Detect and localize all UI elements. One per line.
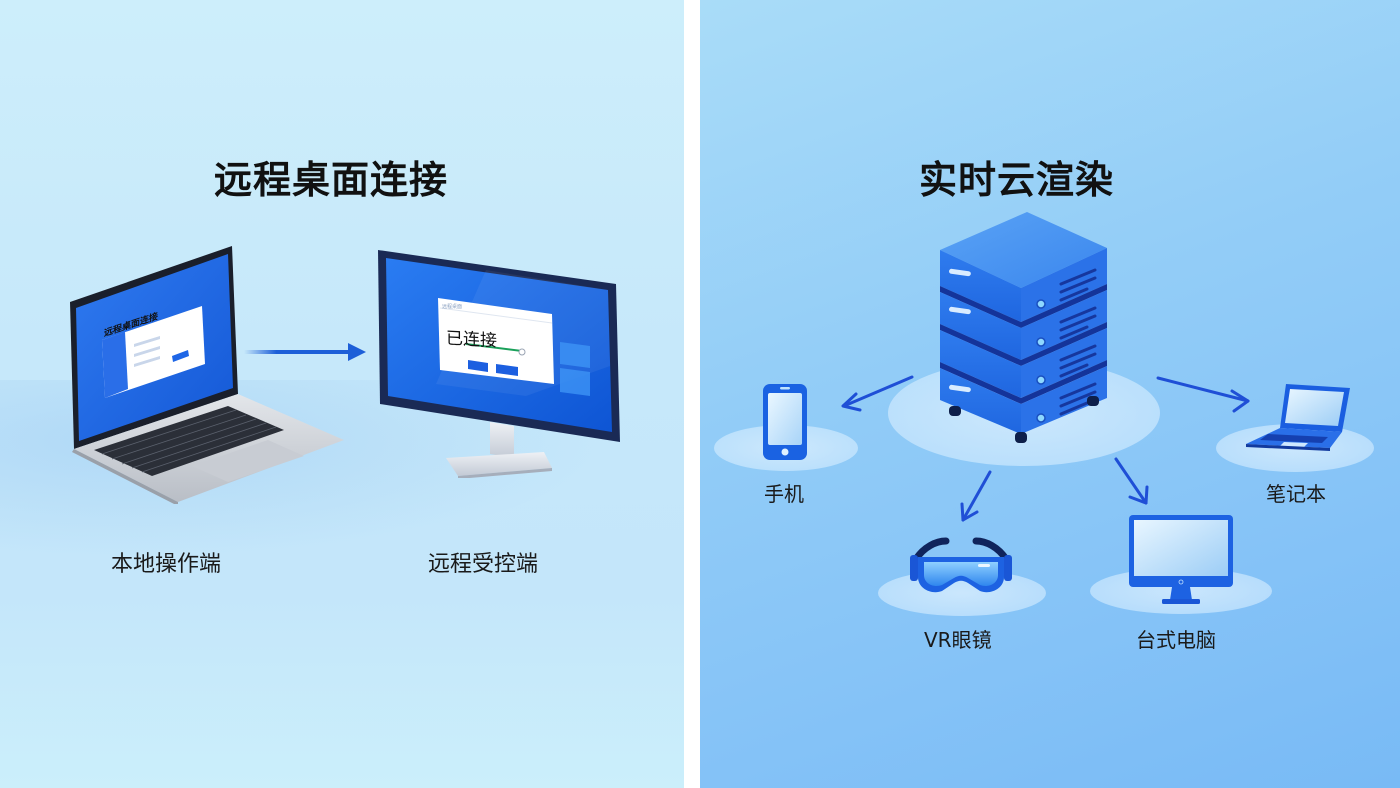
vr-headset-icon (908, 537, 1014, 601)
device-label-vr: VR眼镜 (924, 628, 992, 652)
local-operator-label: 本地操作端 (111, 552, 222, 577)
remote-controlled-label: 远程受控端 (428, 552, 539, 577)
desktop-monitor-icon (1128, 514, 1234, 606)
device-label-laptop: 笔记本 (1266, 482, 1326, 506)
svg-text:远程桌面: 远程桌面 (442, 303, 462, 310)
smartphone-icon (762, 383, 808, 461)
laptop-illustration-icon: 远程桌面连接 (68, 244, 348, 506)
connection-arrow-icon (244, 343, 366, 361)
monitor-illustration-icon: 远程桌面 (376, 246, 620, 479)
laptop-icon (1242, 382, 1352, 454)
cloud-rendering-title: 实时云渲染 (919, 158, 1115, 202)
panel-divider (684, 0, 700, 788)
server-stack-icon (935, 210, 1110, 445)
device-label-phone: 手机 (764, 482, 804, 506)
device-label-desktop: 台式电脑 (1136, 628, 1216, 652)
remote-desktop-title: 远程桌面连接 (214, 158, 449, 202)
connected-status-text: 已连接 (446, 328, 497, 352)
